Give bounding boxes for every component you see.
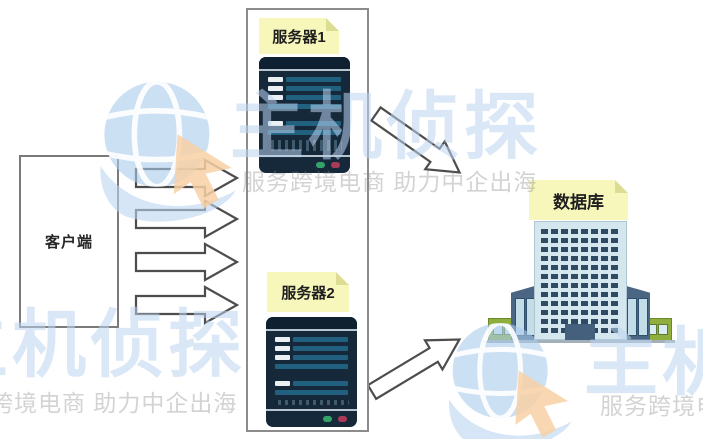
arrow-server2-to-database — [366, 338, 462, 401]
server-vents — [274, 400, 349, 405]
server-top-bar — [259, 57, 350, 71]
client-box: 客户端 — [19, 155, 119, 328]
green-led-icon — [323, 416, 332, 422]
server2-label: 服务器2 — [281, 284, 335, 302]
server-panel — [275, 337, 348, 395]
arrow-server1-to-database — [369, 105, 462, 174]
building-entrance — [565, 324, 595, 341]
server1-icon — [259, 57, 350, 173]
building-wing-right — [623, 285, 650, 340]
arrow-client-to-servers-2 — [134, 199, 240, 239]
arrow-client-to-servers-3 — [134, 242, 240, 282]
arrow-client-to-servers-1 — [134, 158, 240, 198]
database-label: 数据库 — [553, 192, 604, 212]
server-vents — [267, 140, 342, 151]
arrow-client-to-servers-4 — [134, 285, 240, 325]
database-note: 数据库 — [529, 180, 628, 220]
building-windows — [541, 229, 620, 336]
server2-note: 服务器2 — [267, 272, 349, 312]
client-label: 客户端 — [44, 234, 93, 251]
red-led-icon — [338, 416, 347, 422]
server-status-bar — [259, 155, 350, 173]
green-led-icon — [316, 162, 325, 168]
server1-note: 服务器1 — [259, 18, 339, 54]
server-status-bar — [266, 409, 357, 427]
server2-icon — [266, 317, 357, 427]
red-led-icon — [331, 162, 340, 168]
building-ground-line — [483, 340, 675, 343]
database-building-icon — [534, 221, 627, 340]
server1-label: 服务器1 — [272, 28, 326, 46]
server-panel — [268, 77, 341, 135]
server-top-bar — [266, 317, 357, 331]
